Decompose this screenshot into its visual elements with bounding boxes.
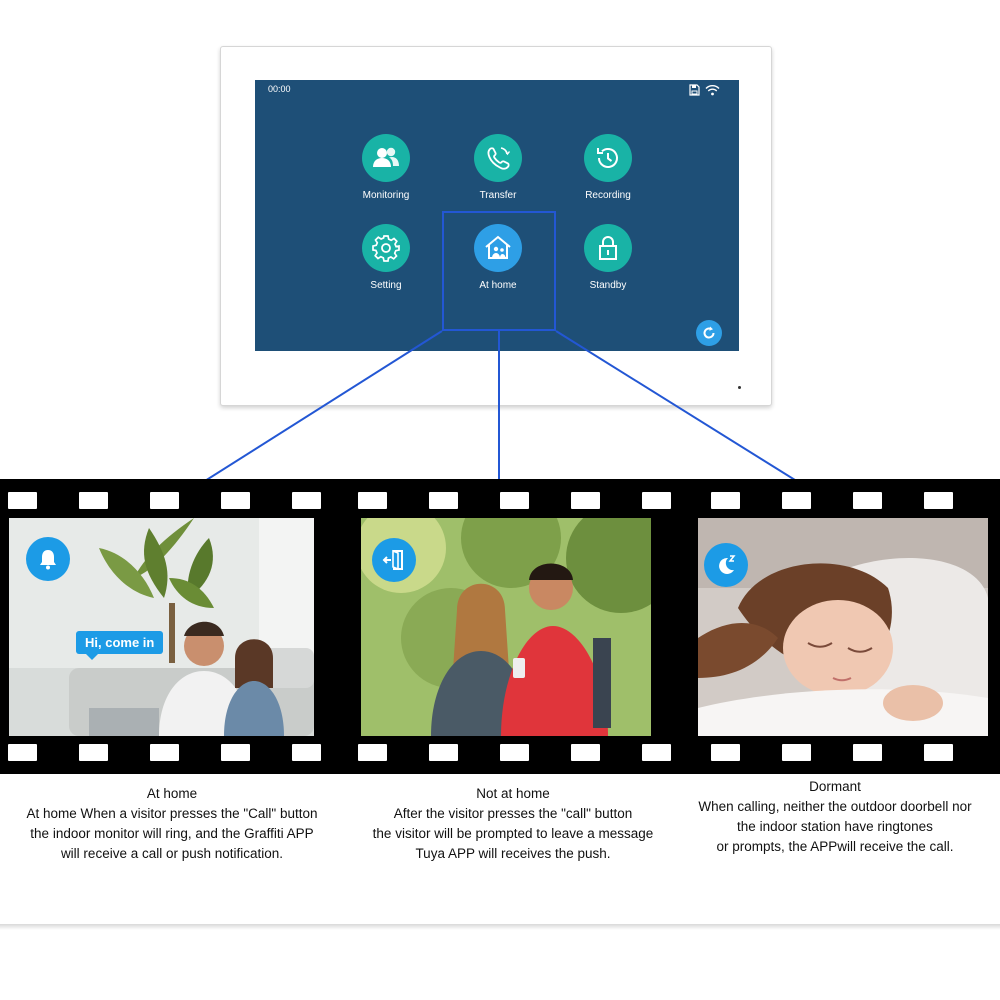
lock-icon bbox=[584, 224, 632, 272]
sprocket-hole bbox=[79, 744, 108, 761]
caption-line: When calling, neither the outdoor doorbe… bbox=[698, 799, 972, 814]
gear-icon bbox=[362, 224, 410, 272]
clock-display: 00:00 bbox=[268, 84, 291, 94]
sprocket-hole bbox=[571, 492, 600, 509]
caption-line: the indoor monitor will ring, and the Gr… bbox=[30, 826, 314, 841]
sprocket-hole bbox=[358, 492, 387, 509]
sprocket-hole bbox=[292, 744, 321, 761]
sprocket-hole bbox=[429, 744, 458, 761]
couple-outdoors-photo bbox=[361, 518, 651, 736]
sprocket-hole bbox=[8, 744, 37, 761]
frame-not-at-home bbox=[361, 518, 651, 736]
app-label: At home bbox=[479, 280, 517, 291]
door-exit-icon bbox=[372, 538, 416, 582]
sprocket-hole bbox=[8, 492, 37, 509]
caption-title: At home bbox=[146, 786, 198, 801]
sprocket-hole bbox=[221, 492, 250, 509]
caption-title: Dormant bbox=[809, 779, 861, 794]
page-bottom-shadow bbox=[0, 924, 1000, 1000]
caption-line: Tuya APP will receives the push. bbox=[415, 846, 611, 861]
app-label: Monitoring bbox=[362, 190, 410, 201]
sprocket-hole bbox=[711, 492, 740, 509]
sleeping-girl-photo bbox=[698, 518, 988, 736]
caption-line: After the visitor presses the "call" but… bbox=[393, 806, 633, 821]
app-label: Transfer bbox=[479, 190, 517, 201]
home-people-icon bbox=[474, 224, 522, 272]
caption-line: the indoor station have ringtones bbox=[737, 819, 933, 834]
sprocket-hole bbox=[500, 492, 529, 509]
wifi-icon bbox=[705, 83, 720, 101]
sprocket-hole bbox=[429, 492, 458, 509]
sprocket-hole bbox=[642, 492, 671, 509]
users-icon bbox=[362, 134, 410, 182]
monitor-screen: 00:00 Monitoring Transfer Recording bbox=[255, 80, 739, 351]
sprocket-hole bbox=[782, 744, 811, 761]
caption-at-home: At home At home When a visitor presses t… bbox=[12, 784, 332, 864]
caption-dormant: Dormant When calling, neither the outdoo… bbox=[675, 777, 995, 857]
app-recording[interactable]: Recording bbox=[563, 134, 653, 201]
app-setting[interactable]: Setting bbox=[341, 224, 431, 291]
caption-title: Not at home bbox=[476, 786, 550, 801]
at-home-highlight bbox=[442, 211, 556, 331]
sprocket-hole bbox=[924, 492, 953, 509]
frame-at-home: Hi, come in bbox=[9, 518, 314, 736]
moon-sleep-icon bbox=[704, 543, 748, 587]
film-strip: Hi, come in bbox=[0, 479, 1000, 774]
sprocket-hole bbox=[150, 744, 179, 761]
sprocket-hole bbox=[571, 744, 600, 761]
sd-card-icon bbox=[689, 83, 700, 101]
app-monitoring[interactable]: Monitoring bbox=[341, 134, 431, 201]
frame-dormant bbox=[698, 518, 988, 736]
sprocket-hole bbox=[782, 492, 811, 509]
camera-dot bbox=[738, 386, 741, 389]
sprocket-hole bbox=[711, 744, 740, 761]
sprocket-hole bbox=[79, 492, 108, 509]
caption-line: will receive a call or push notification… bbox=[60, 846, 284, 861]
caption-line: the visitor will be prompted to leave a … bbox=[372, 826, 654, 841]
app-label: Setting bbox=[370, 280, 402, 291]
sprocket-hole bbox=[358, 744, 387, 761]
sprocket-hole bbox=[292, 492, 321, 509]
history-icon bbox=[584, 134, 632, 182]
sprocket-hole bbox=[150, 492, 179, 509]
bell-icon bbox=[26, 537, 70, 581]
sprocket-hole bbox=[500, 744, 529, 761]
app-transfer[interactable]: Transfer bbox=[453, 134, 543, 201]
app-at-home[interactable]: At home bbox=[453, 224, 543, 291]
caption-not-at-home: Not at home After the visitor presses th… bbox=[353, 784, 673, 864]
sprocket-hole bbox=[853, 492, 882, 509]
sprocket-hole bbox=[642, 744, 671, 761]
app-label: Standby bbox=[589, 280, 627, 291]
refresh-icon bbox=[703, 326, 715, 339]
speech-bubble: Hi, come in bbox=[76, 631, 164, 660]
sprocket-hole bbox=[221, 744, 250, 761]
refresh-button[interactable] bbox=[696, 320, 722, 346]
app-label: Recording bbox=[585, 190, 631, 201]
caption-line: or prompts, the APPwill receive the call… bbox=[716, 839, 954, 854]
phone-transfer-icon bbox=[474, 134, 522, 182]
caption-line: At home When a visitor presses the "Call… bbox=[26, 806, 318, 821]
sprocket-hole bbox=[853, 744, 882, 761]
app-standby[interactable]: Standby bbox=[563, 224, 653, 291]
sprocket-hole bbox=[924, 744, 953, 761]
